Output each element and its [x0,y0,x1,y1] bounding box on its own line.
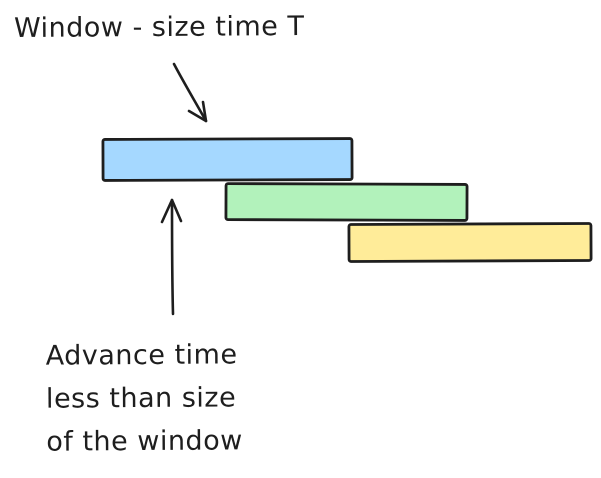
up-arrow [160,198,183,316]
window-rect-blue [101,137,354,182]
advance-label-line2: less than size [45,382,237,415]
down-arrow [172,62,208,123]
window-rect-green [224,182,469,222]
advance-label: Advance time less than size of the windo… [46,333,243,463]
advance-label-line1: Advance time [45,339,238,372]
window-rect-yellow [347,222,593,263]
advance-label-line3: of the window [46,425,243,458]
